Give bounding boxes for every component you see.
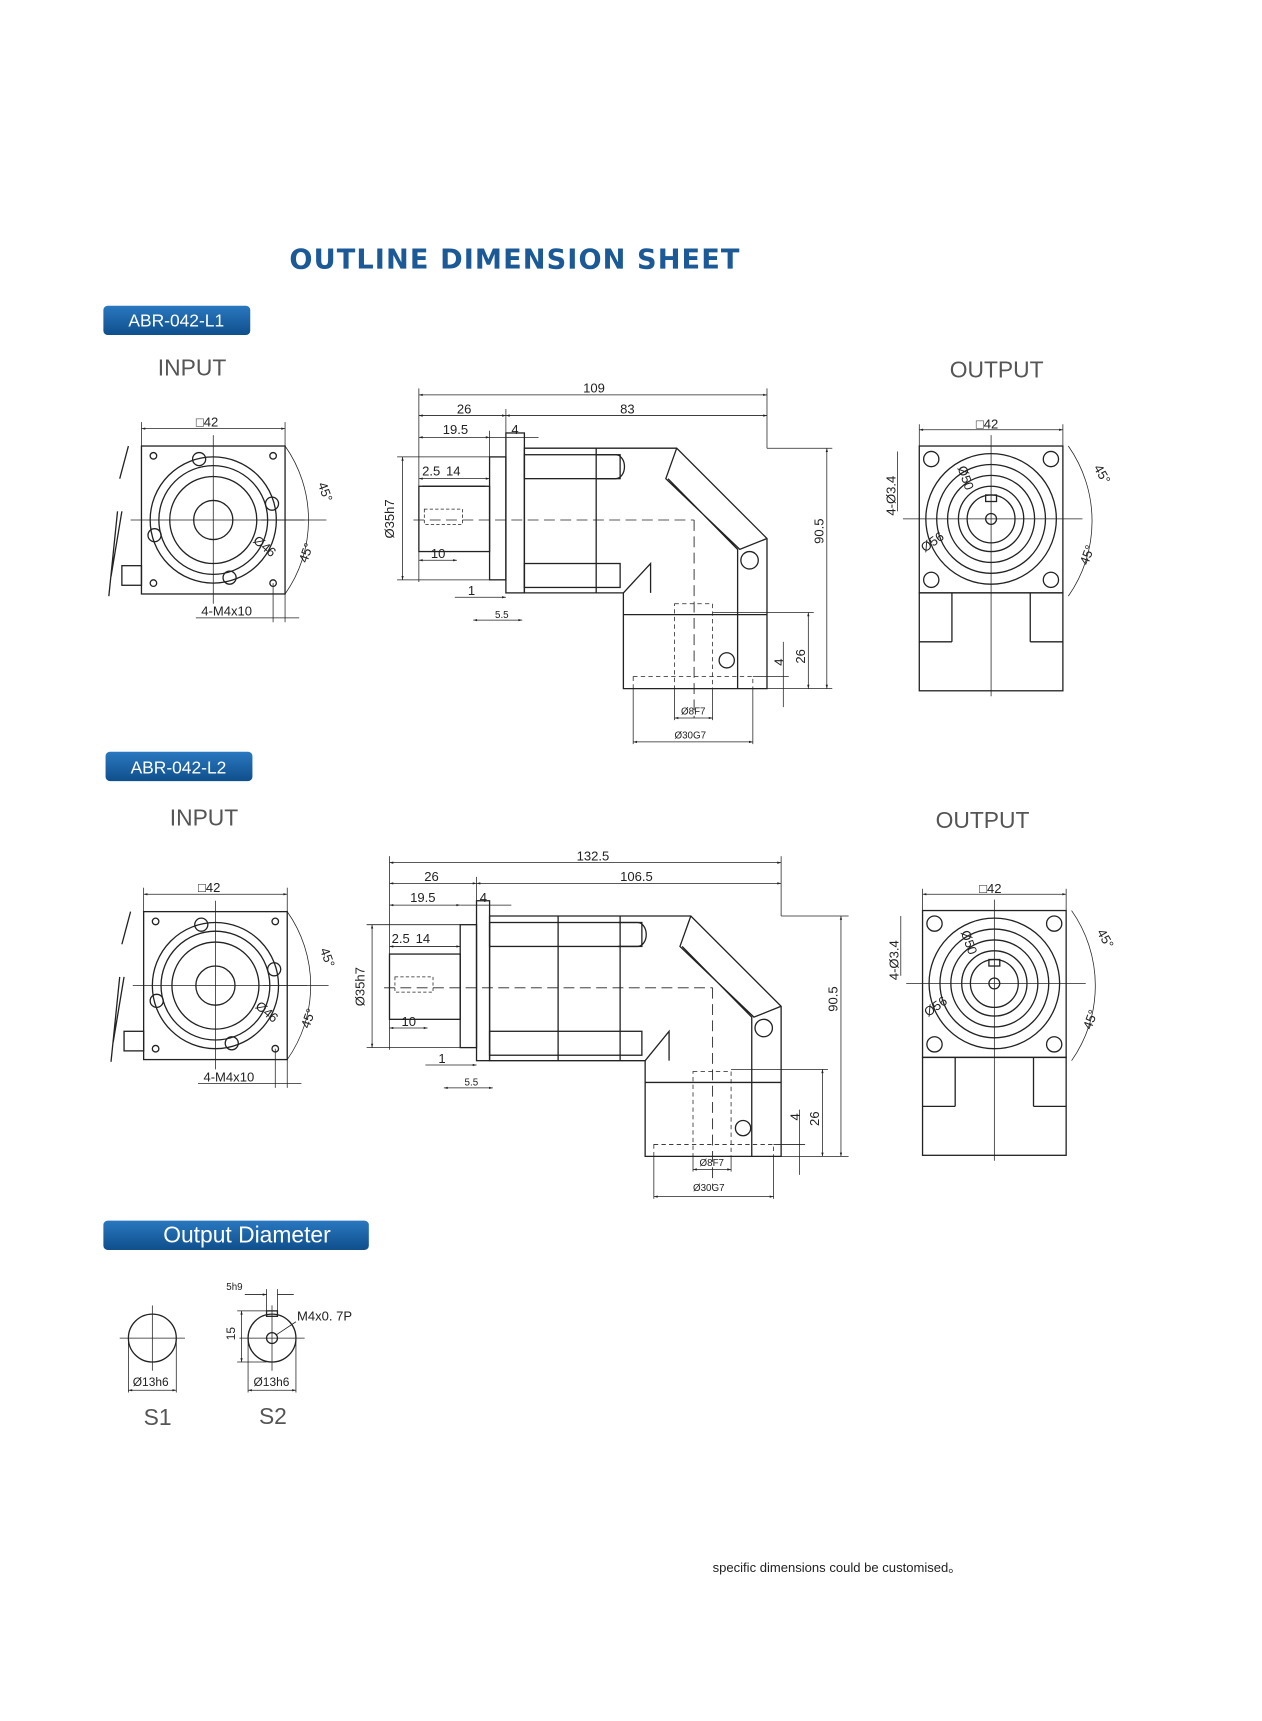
s1-label: S1 bbox=[144, 1404, 172, 1430]
dimension-label: 15 bbox=[224, 1327, 238, 1341]
dimension-label: Ø35h7 bbox=[352, 967, 367, 1006]
dimension-label: 4 bbox=[771, 659, 786, 666]
output-label: OUTPUT bbox=[950, 356, 1044, 382]
model-banner bbox=[105, 751, 253, 782]
model-banner bbox=[103, 305, 251, 336]
dimension-label: Ø30G7 bbox=[693, 1183, 725, 1194]
dimension-label: 4-M4x10 bbox=[203, 1069, 254, 1084]
dimension-label: 106.5 bbox=[620, 869, 653, 884]
dimension-label: 45° bbox=[296, 541, 317, 565]
s2-label: S2 bbox=[259, 1403, 287, 1429]
dimension-label: 5h9 bbox=[226, 1282, 242, 1293]
dimension-label: 4 bbox=[788, 1113, 803, 1120]
dimension-label: 14 bbox=[416, 931, 431, 946]
dimension-label: Ø13h6 bbox=[254, 1375, 290, 1389]
dimension-label: □42 bbox=[976, 417, 998, 432]
input-view-drawing: □42 45° 45° Ø46 4-M4x10 bbox=[109, 414, 336, 622]
dimension-label: Ø56 bbox=[918, 529, 947, 555]
shaft-s2-drawing: 5h9 15 M4x0. 7P Ø13h6 S2 bbox=[224, 1282, 352, 1429]
model-name: ABR-042-L1 bbox=[128, 310, 224, 330]
dimension-label: 90.5 bbox=[826, 986, 841, 1011]
dimension-label: 1 bbox=[468, 583, 475, 598]
dimension-label: 2.5 bbox=[392, 931, 410, 946]
dimension-label: 19.5 bbox=[410, 890, 435, 905]
dimension-label: 45° bbox=[1077, 543, 1098, 567]
output-view-drawing: □42 4-Ø3.4 Ø50 Ø56 45° 45° bbox=[887, 881, 1117, 1161]
dimension-label: 14 bbox=[446, 463, 461, 478]
model-l2-section: ABR-042-L2 INPUT OUTPUT □42 45° 45° Ø46 … bbox=[105, 751, 1117, 1199]
dimension-label: 4-M4x10 bbox=[201, 604, 252, 619]
page-title: OUTLINE DIMENSION SHEET bbox=[289, 245, 740, 276]
input-label: INPUT bbox=[170, 805, 239, 831]
dimension-label: Ø13h6 bbox=[133, 1375, 169, 1389]
dimension-label: 45° bbox=[317, 946, 338, 970]
input-view-drawing: □42 45° 45° Ø46 4-M4x10 bbox=[111, 880, 338, 1088]
dimension-label: 26 bbox=[807, 1111, 822, 1126]
dimension-label: □42 bbox=[196, 414, 218, 429]
output-diameter-section: Output Diameter Ø13h6 S1 5h9 15 M4x0. 7P bbox=[103, 1220, 369, 1430]
dimension-label: □42 bbox=[979, 881, 1001, 896]
output-diameter-banner bbox=[103, 1220, 369, 1250]
dimension-label: 2.5 bbox=[422, 463, 440, 478]
dimension-label: 45° bbox=[1094, 926, 1117, 951]
output-label: OUTPUT bbox=[936, 807, 1030, 833]
dimension-label: Ø30G7 bbox=[675, 731, 707, 742]
dimension-label: M4x0. 7P bbox=[297, 1309, 352, 1324]
model-l1-section: ABR-042-L1 INPUT OUTPUT □42 45° 45° Ø46 … bbox=[103, 305, 1114, 745]
dimension-label: 10 bbox=[401, 1014, 416, 1029]
dimension-label: 45° bbox=[1091, 462, 1114, 487]
side-view-drawing: 132.5 26 106.5 19.5 4 Ø35h7 2.5 14 10 1 … bbox=[352, 849, 849, 1199]
dimension-label: 90.5 bbox=[812, 519, 827, 544]
dimension-label: 26 bbox=[457, 401, 472, 416]
model-name: ABR-042-L2 bbox=[131, 757, 227, 777]
dimension-label: 132.5 bbox=[577, 849, 610, 864]
dimension-label: 109 bbox=[583, 381, 605, 396]
input-label: INPUT bbox=[158, 354, 227, 380]
dimension-label: Ø56 bbox=[921, 993, 950, 1019]
dimension-label: 26 bbox=[793, 649, 808, 664]
footer-note: specific dimensions could be customised。 bbox=[713, 1560, 962, 1575]
dimension-label: 4-Ø3.4 bbox=[883, 476, 898, 516]
output-view-drawing: □42 4-Ø3.4 Ø50 Ø56 45° 45° bbox=[883, 417, 1114, 697]
dimension-label: Ø8F7 bbox=[700, 1158, 724, 1169]
shaft-s1-drawing: Ø13h6 S1 bbox=[119, 1305, 185, 1430]
dimension-label: Ø35h7 bbox=[382, 499, 397, 538]
dimension-label: Ø8F7 bbox=[681, 707, 705, 718]
dimension-label: 83 bbox=[620, 401, 635, 416]
dimension-label: 45° bbox=[1080, 1008, 1101, 1032]
dimension-label: 19.5 bbox=[443, 422, 468, 437]
dimension-label: 45° bbox=[298, 1006, 319, 1030]
dimension-label: 45° bbox=[315, 480, 336, 504]
output-diameter-heading: Output Diameter bbox=[163, 1221, 331, 1247]
dimension-label: 4 bbox=[511, 422, 518, 437]
dimension-label: □42 bbox=[198, 880, 220, 895]
dimension-label: 4-Ø3.4 bbox=[887, 940, 902, 980]
dimension-label: 4 bbox=[480, 890, 487, 905]
dimension-label: 26 bbox=[424, 869, 439, 884]
dimension-label: 1 bbox=[438, 1051, 445, 1066]
dimension-label: 5.5 bbox=[465, 1078, 479, 1089]
side-view-drawing: 109 26 83 19.5 4 Ø35h7 2.5 14 10 1 5.5 bbox=[382, 381, 833, 745]
dimension-label: 10 bbox=[431, 546, 446, 561]
dimension-label: 5.5 bbox=[495, 610, 509, 621]
